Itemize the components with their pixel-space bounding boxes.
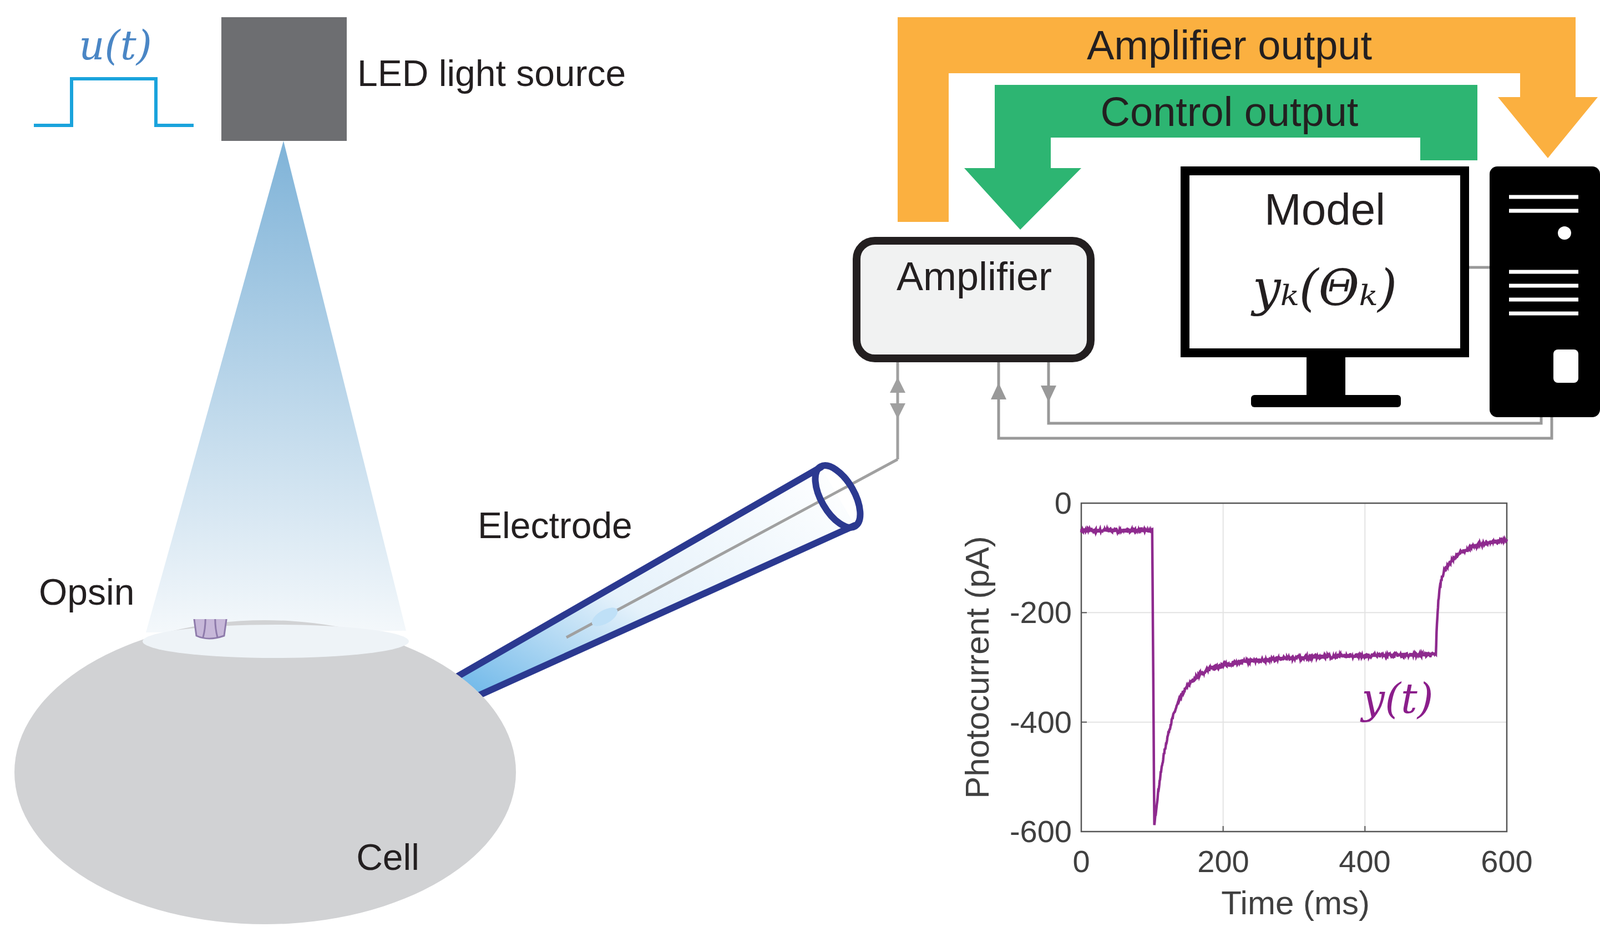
arrowhead [990, 382, 1007, 400]
arrow-label: Control output [1100, 89, 1359, 135]
signal-name: u(t) [78, 23, 152, 68]
series-label: y(t) [1361, 676, 1434, 722]
chart-grid [1081, 503, 1507, 832]
grid-line [1364, 826, 1366, 832]
node-label: LED light source [357, 53, 626, 94]
electrode-end [806, 458, 870, 535]
monitor-cable [1469, 266, 1490, 270]
grid-line [1081, 611, 1507, 614]
grid-line [1081, 611, 1087, 614]
tick-label: -200 [1009, 595, 1072, 630]
tick-label: 400 [1338, 844, 1391, 879]
tick-label: 0 [1072, 844, 1090, 879]
model-equation: yₖ(Θₖ) [1252, 260, 1398, 316]
computer-drive [1553, 349, 1579, 383]
electrode-wall [436, 467, 822, 689]
light-cone [145, 140, 407, 633]
opsin-icon [186, 619, 235, 639]
electrode-chloride [588, 604, 621, 631]
tick-label: 600 [1480, 844, 1533, 879]
computer-details [1509, 196, 1579, 314]
computer-tower [1489, 166, 1600, 418]
grid-line [1364, 503, 1366, 832]
cell-outline [13, 619, 518, 926]
monitor-base [1251, 395, 1401, 408]
cell-membrane [14, 620, 516, 925]
illuminated-area [142, 624, 409, 658]
grid-line [1081, 721, 1507, 723]
node-title: Model [1264, 185, 1386, 235]
computer-button [1557, 226, 1572, 240]
node-label: Amplifier [896, 254, 1052, 299]
grid-line [1081, 721, 1087, 723]
electrode-wall [448, 525, 855, 710]
model-monitor: Model yₖ(Θₖ) [1180, 166, 1470, 358]
tick-label: -600 [1009, 814, 1072, 849]
chart-frame [1081, 503, 1507, 832]
arrowhead [1040, 385, 1057, 403]
monitor-stand [1306, 355, 1346, 400]
amplifier-box: Amplifier [852, 236, 1095, 363]
arrow-label: Amplifier output [1086, 22, 1372, 68]
axis-title: Photocurrent (pA) [959, 535, 996, 799]
led-source: LED light source [221, 17, 347, 141]
pulse-signal [33, 78, 194, 126]
arrowhead [889, 403, 906, 419]
tick-label: 0 [1054, 485, 1072, 521]
grid-line [1222, 826, 1224, 832]
arrowhead [889, 377, 906, 393]
axis-title: Time (ms) [1221, 884, 1370, 922]
electrode-glass [436, 467, 855, 710]
photocurrent-trace [1081, 528, 1507, 825]
tick-label: -400 [1009, 705, 1072, 740]
cell-body: Cell [13, 619, 518, 926]
tick-label: 200 [1197, 844, 1249, 879]
part-name: Electrode [477, 505, 633, 546]
node-label: Cell [356, 837, 420, 878]
part-name: Opsin [38, 571, 135, 613]
